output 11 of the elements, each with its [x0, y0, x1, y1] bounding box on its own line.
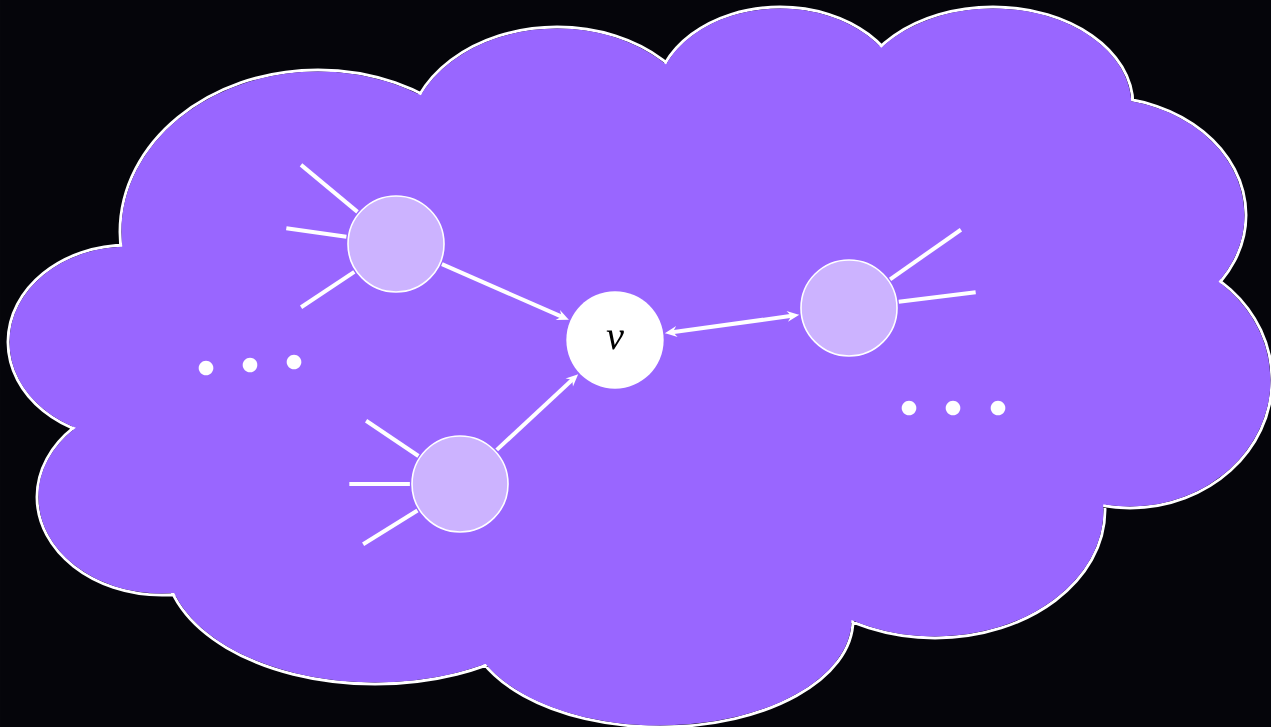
stub-line [300, 270, 356, 309]
stub-line [898, 290, 976, 304]
stub-line [286, 226, 347, 239]
stub-line [299, 163, 359, 214]
stub-line [888, 228, 963, 281]
stub-line [365, 419, 420, 458]
stub-line [362, 508, 419, 546]
circle-node [411, 435, 509, 533]
circle-node [800, 259, 898, 357]
circle-node [347, 195, 445, 293]
stub-line [349, 482, 410, 486]
